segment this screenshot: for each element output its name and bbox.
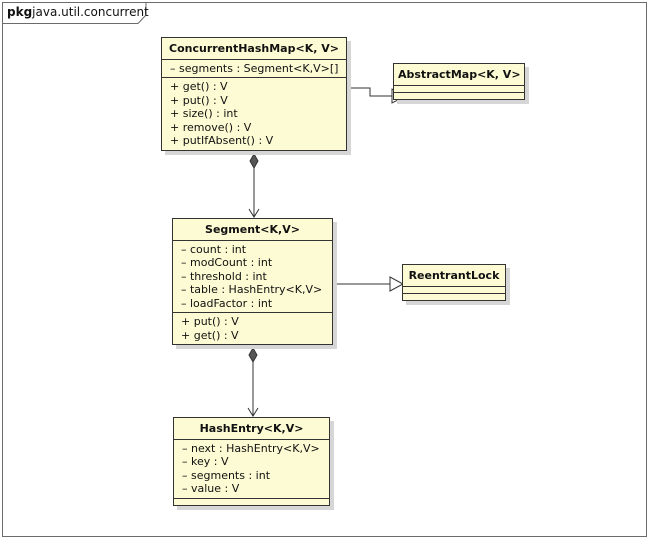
attribute: – modCount : int <box>181 256 273 269</box>
attribute: – segments : Segment<K,V>[] <box>170 61 339 75</box>
operation: + put() : V <box>170 93 228 107</box>
class-abstract-map[interactable]: AbstractMap<K, V> <box>393 63 525 100</box>
operations-compartment <box>394 93 524 99</box>
operation: + size() : int <box>170 107 238 120</box>
composition-arrowhead-segment <box>248 208 260 218</box>
operations-compartment <box>403 294 505 300</box>
attributes-compartment <box>394 86 524 93</box>
composition-diamond-segment <box>248 346 258 364</box>
attribute: – threshold : int <box>181 269 267 283</box>
attribute: – value : V <box>182 482 240 495</box>
attribute: – table : HashEntry<K,V> <box>181 283 323 296</box>
package-name: java.util.concurrent <box>32 5 149 19</box>
attributes-compartment: – segments : Segment<K,V>[] <box>162 60 346 78</box>
attributes-compartment <box>403 287 505 294</box>
class-title: HashEntry<K,V> <box>174 418 329 440</box>
operations-compartment <box>174 499 329 505</box>
attributes-compartment: – next : HashEntry<K,V> – key : V – segm… <box>174 440 329 499</box>
class-title: ReentrantLock <box>403 265 505 287</box>
attribute: – next : HashEntry<K,V> <box>182 441 320 455</box>
attribute: – key : V <box>182 455 229 468</box>
class-title: ConcurrentHashMap<K, V> <box>162 38 346 60</box>
operations-compartment: + get() : V + put() : V + size() : int +… <box>162 78 346 150</box>
attributes-compartment: – count : int – modCount : int – thresho… <box>173 241 332 313</box>
generalization-chm-abstractmap <box>347 87 392 97</box>
generalization-arrowhead-reentrantlock <box>389 276 405 292</box>
class-reentrant-lock[interactable]: ReentrantLock <box>402 264 506 301</box>
class-concurrent-hash-map[interactable]: ConcurrentHashMap<K, V> – segments : Seg… <box>161 37 347 151</box>
operation: + put() : V <box>181 315 239 328</box>
attribute: – loadFactor : int <box>181 296 273 310</box>
attribute: – segments : int <box>182 468 271 482</box>
operations-compartment: + put() : V + get() : V <box>173 313 332 344</box>
package-label: pkgjava.util.concurrent <box>7 5 149 19</box>
class-title: Segment<K,V> <box>173 219 332 241</box>
operation: + get() : V <box>181 328 239 342</box>
composition-diamond-chm <box>249 152 259 170</box>
class-segment[interactable]: Segment<K,V> – count : int – modCount : … <box>172 218 333 345</box>
class-title: AbstractMap<K, V> <box>394 64 524 86</box>
attribute: – count : int <box>181 242 247 256</box>
class-hash-entry[interactable]: HashEntry<K,V> – next : HashEntry<K,V> –… <box>173 417 330 506</box>
composition-arrowhead-hashentry <box>247 407 259 417</box>
package-keyword: pkg <box>7 5 33 19</box>
operation: + remove() : V <box>170 120 252 134</box>
operation: + putIfAbsent() : V <box>170 134 274 147</box>
operation: + get() : V <box>170 80 228 93</box>
